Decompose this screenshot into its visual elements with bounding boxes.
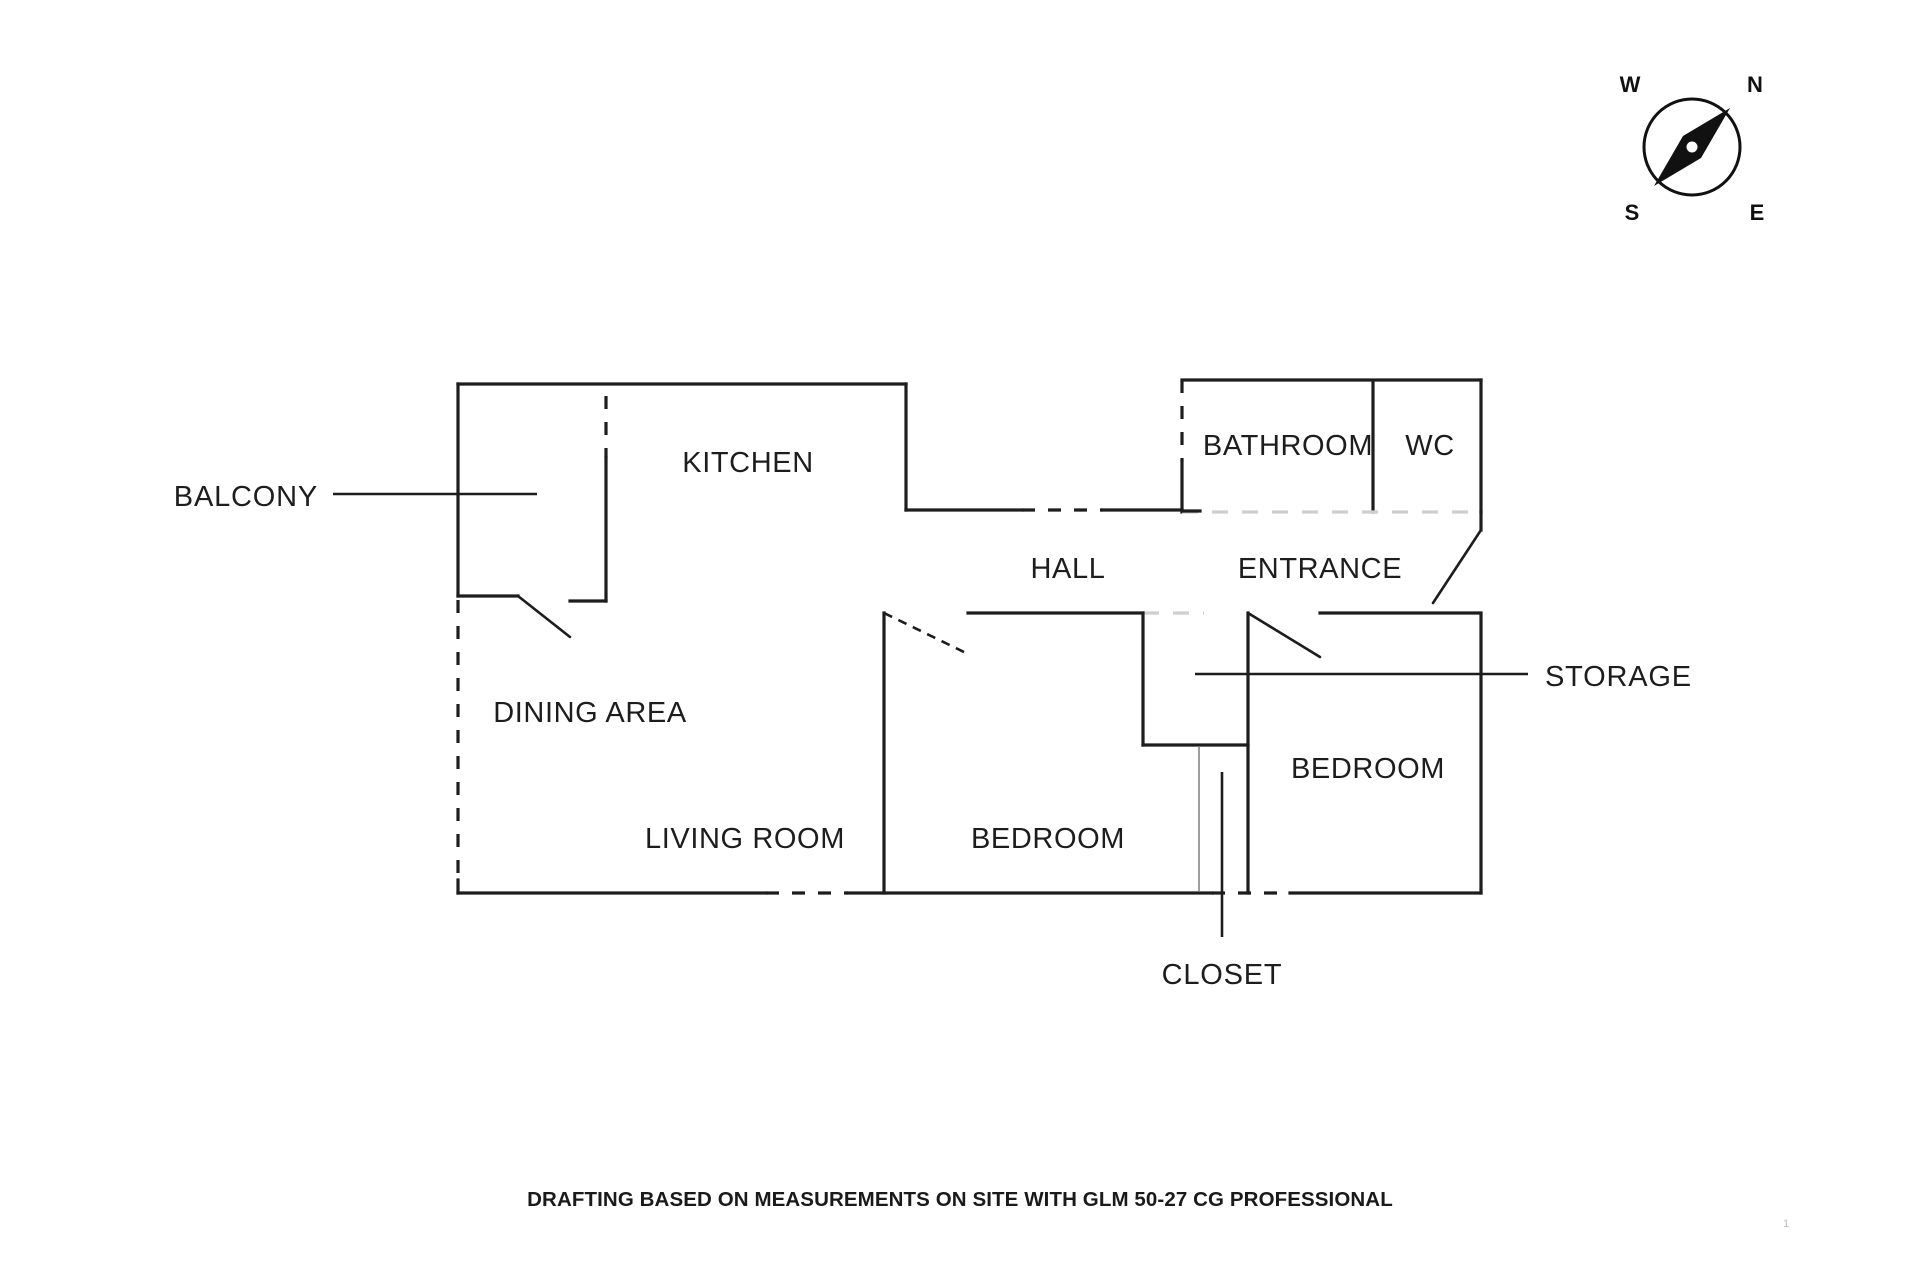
door-swing-bedroom-right [1246,611,1322,659]
room-labels: KITCHEN BATHROOM WC HALL ENTRANCE DINING… [493,430,1455,855]
door-swings [516,528,1483,659]
callout-label-balcony: BALCONY [174,481,318,513]
room-label-kitchen: KITCHEN [682,447,814,479]
callout-leaders [333,492,1528,937]
walls-interior [456,396,1483,895]
walls-outer [456,378,1483,895]
room-label-bedroom-right: BEDROOM [1291,753,1445,785]
door-swing-balcony [516,594,572,639]
room-label-bedroom-left: BEDROOM [971,823,1125,855]
room-label-entrance: ENTRANCE [1238,553,1402,585]
door-swing-entrance [1431,528,1483,605]
compass-needle-pivot [1686,141,1698,153]
door-swing-bedroom-left [883,611,967,655]
room-label-wc: WC [1405,430,1455,462]
drawing-caption: DRAFTING BASED ON MEASUREMENTS ON SITE W… [527,1188,1393,1211]
callout-label-storage: STORAGE [1545,661,1692,693]
compass-label-east: E [1750,200,1765,225]
room-label-dining-area: DINING AREA [493,697,687,729]
callout-labels: BALCONY STORAGE CLOSET [174,481,1692,991]
room-label-hall: HALL [1031,553,1106,585]
room-label-living-room: LIVING ROOM [645,823,845,855]
callout-label-closet: CLOSET [1162,959,1283,991]
compass-label-south: S [1625,200,1640,225]
compass-label-north: N [1747,72,1763,97]
compass-rose: W N S E [1620,72,1765,225]
room-label-bathroom: BATHROOM [1203,430,1373,462]
compass-ring [1642,97,1742,197]
page-number: 1 [1783,1218,1789,1230]
compass-label-west: W [1620,72,1641,97]
